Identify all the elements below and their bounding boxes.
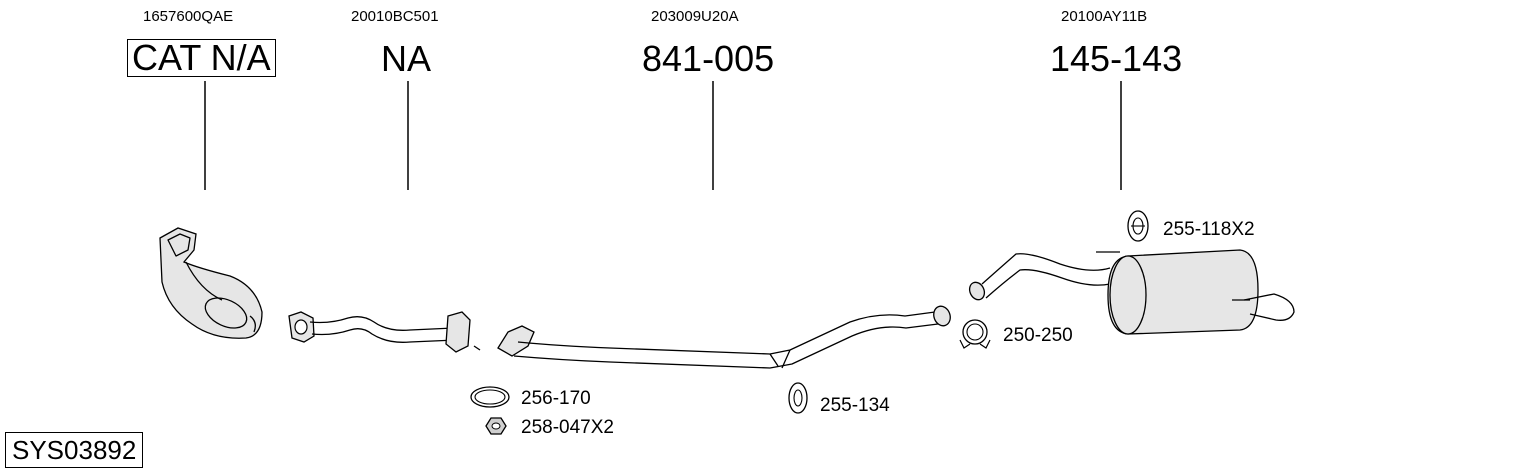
part-oem-code-2: 20010BC501 (351, 8, 439, 25)
accessory-label-mount[interactable]: 255-134 (820, 395, 890, 416)
rear-silencer-drawing[interactable] (967, 249, 1295, 335)
part-number-2[interactable]: NA (381, 38, 432, 79)
accessory-label-clamp[interactable]: 250-250 (1003, 325, 1073, 346)
accessory-label-gasket[interactable]: 256-170 (521, 388, 591, 409)
middle-pipe-drawing[interactable] (497, 304, 953, 369)
rubber-hanger-icon[interactable] (1127, 210, 1149, 242)
accessory-label-nut[interactable]: 258-047X2 (521, 417, 614, 438)
front-pipe-drawing[interactable] (288, 311, 481, 353)
accessory-label-hanger[interactable]: 255-118X2 (1163, 219, 1255, 240)
catalytic-converter-drawing[interactable] (159, 227, 263, 339)
clamp-icon[interactable] (959, 319, 991, 349)
gasket-ring-icon[interactable] (470, 386, 510, 408)
rubber-mount-icon[interactable] (788, 382, 808, 414)
part-oem-code-4: 20100AY11B (1061, 8, 1148, 25)
part-number-3[interactable]: 841-005 (642, 38, 775, 79)
nut-icon[interactable] (485, 417, 507, 435)
part-number-1[interactable]: CAT N/A (127, 39, 276, 77)
system-code-label: SYS03892 (5, 432, 144, 468)
part-oem-code-3: 203009U20A (651, 8, 739, 25)
part-number-4[interactable]: 145-143 (1050, 38, 1183, 79)
part-oem-code-1: 1657600QAE (143, 8, 234, 25)
